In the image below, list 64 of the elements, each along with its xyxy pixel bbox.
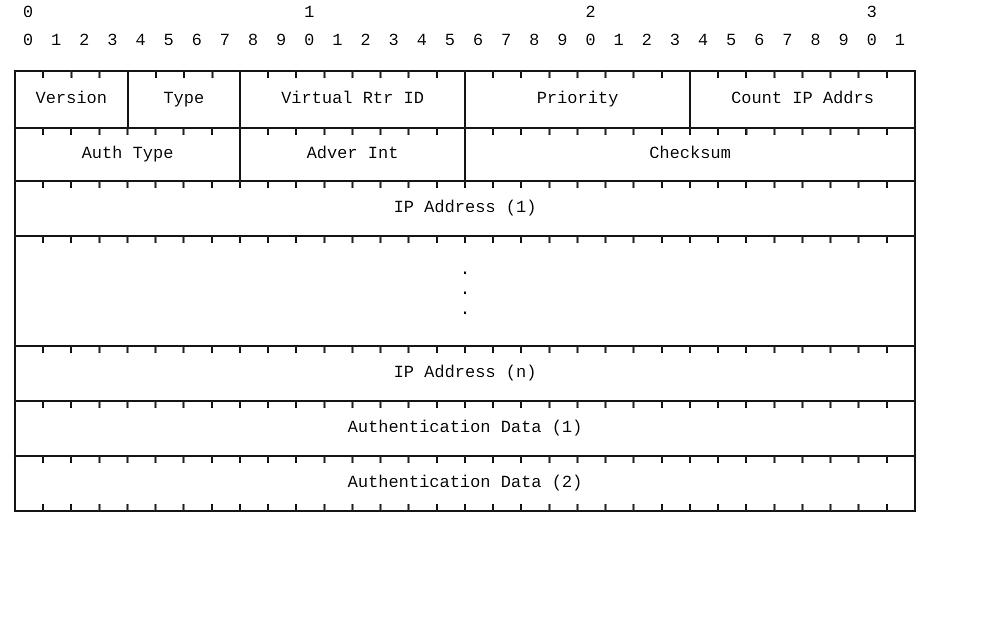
bit-number: 3 xyxy=(668,32,681,51)
bit-number: 3 xyxy=(388,32,400,51)
bit-number: 1 xyxy=(50,32,62,51)
bit-number: 9 xyxy=(275,32,288,51)
bit-number: 1 xyxy=(331,32,344,51)
packet-field xyxy=(464,127,914,180)
packet-field xyxy=(239,127,464,180)
packet-field xyxy=(14,345,914,400)
bit-number: 6 xyxy=(753,32,766,51)
field-name: Priority xyxy=(536,90,618,110)
field-name: Type xyxy=(163,90,204,110)
field-name: IP Address (n) xyxy=(394,364,536,384)
bit-number: 4 xyxy=(696,32,710,51)
field-name: Authentication Data (1) xyxy=(348,418,582,438)
bit-number: 1 xyxy=(894,32,906,51)
bit-number: 3 xyxy=(866,4,878,23)
bit-number: 0 xyxy=(22,32,34,51)
bit-number: 7 xyxy=(500,32,512,51)
packet-field xyxy=(239,70,464,127)
packet-field xyxy=(464,70,689,127)
field-name: Adver Int xyxy=(306,144,398,164)
field-name: IP Address (1) xyxy=(394,198,536,218)
bit-number: 5 xyxy=(725,32,738,51)
bit-number: 4 xyxy=(416,32,428,51)
packet-field xyxy=(126,70,239,127)
packet-field xyxy=(14,180,914,235)
field-name: Count IP Addrs xyxy=(731,90,874,110)
bit-number: 3 xyxy=(106,32,118,51)
field-name: Version xyxy=(36,90,107,110)
ellipsis-dot: . xyxy=(460,281,470,301)
bit-number: 2 xyxy=(359,32,372,51)
bit-number: 8 xyxy=(809,32,822,51)
bit-number: 5 xyxy=(162,32,175,51)
ellipsis-dot: . xyxy=(460,261,470,281)
bit-number: 9 xyxy=(556,32,568,51)
bit-number: 1 xyxy=(612,32,625,51)
field-name: Authentication Data (2) xyxy=(348,474,582,494)
field-name: Auth Type xyxy=(82,144,174,164)
bit-number: 2 xyxy=(640,32,653,51)
bit-number: 2 xyxy=(78,32,90,51)
bit-number: 1 xyxy=(303,4,316,23)
packet-field xyxy=(14,235,914,345)
bit-number: 0 xyxy=(22,4,34,23)
bit-number: 0 xyxy=(584,32,597,51)
field-name: Virtual Rtr ID xyxy=(281,90,424,110)
bit-number: 8 xyxy=(246,32,260,51)
packet-field xyxy=(14,70,126,127)
bit-number: 0 xyxy=(303,32,316,51)
bit-number: 0 xyxy=(866,32,878,51)
packet-field xyxy=(14,127,239,180)
bit-number: 7 xyxy=(218,32,231,51)
bit-number: 8 xyxy=(528,32,540,51)
bit-number: 6 xyxy=(472,32,484,51)
bit-number: 5 xyxy=(444,32,456,51)
ellipsis-dot: . xyxy=(460,301,470,321)
packet-field xyxy=(14,400,914,455)
packet-field xyxy=(14,455,914,510)
bit-number: 6 xyxy=(190,32,203,51)
field-name: Checksum xyxy=(649,144,731,164)
bit-number: 9 xyxy=(838,32,850,51)
bit-number: 2 xyxy=(584,4,597,23)
packet-field xyxy=(689,70,914,127)
bit-number: 4 xyxy=(134,32,147,51)
bit-number: 7 xyxy=(781,32,794,51)
